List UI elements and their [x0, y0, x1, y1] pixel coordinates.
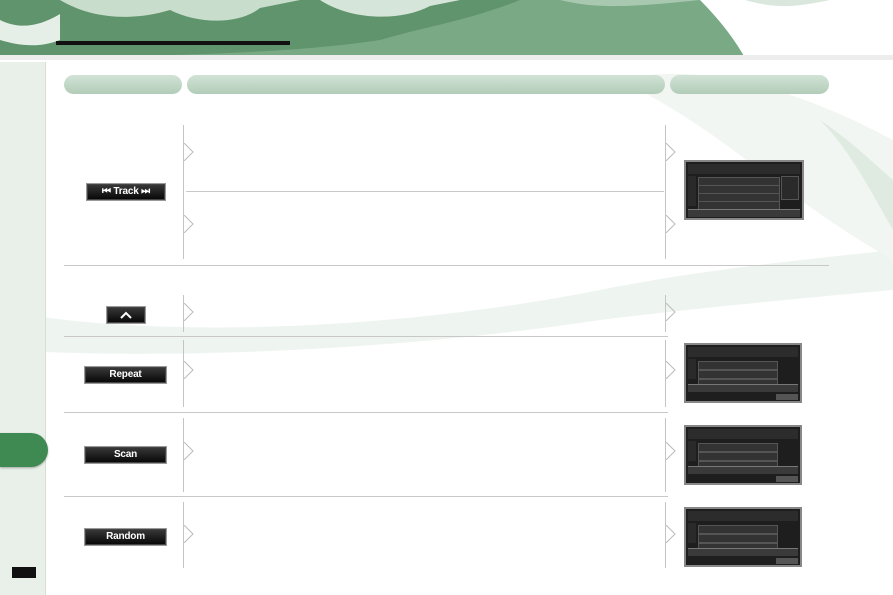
chevron-right-icon	[666, 361, 676, 379]
row-divider-vertical	[665, 502, 666, 568]
column-header-button	[64, 75, 182, 94]
screen-side-controls	[688, 523, 696, 543]
chevron-right-icon	[184, 303, 194, 321]
section-tab[interactable]	[0, 433, 48, 467]
row-separator	[64, 496, 668, 497]
screen-footer	[688, 384, 798, 392]
screen-thumbnail-track	[684, 160, 804, 220]
page-number-chip	[12, 567, 36, 578]
row-separator	[186, 191, 664, 192]
screen-header	[688, 429, 798, 439]
screen-thumbnail-random	[684, 507, 802, 567]
random-button[interactable]: Random	[84, 528, 167, 546]
screen-side-controls	[688, 359, 696, 379]
column-header-screen	[670, 75, 829, 94]
row-separator	[64, 265, 829, 266]
screen-thumbnail-scan	[684, 425, 802, 485]
screen-header	[688, 347, 798, 357]
track-button[interactable]: ⏮ Track ⏭	[86, 183, 166, 201]
screen-side-controls	[688, 441, 696, 461]
screen-list-row	[698, 361, 778, 370]
chevron-right-icon	[666, 303, 676, 321]
screen-list-row	[698, 525, 778, 534]
screen-back-button	[776, 558, 798, 564]
row-divider-vertical	[183, 418, 184, 492]
screen-header	[688, 164, 800, 174]
row-divider-vertical	[183, 125, 184, 259]
chevron-right-icon	[184, 442, 194, 460]
title-rule	[56, 41, 290, 45]
screen-back-button	[776, 476, 798, 482]
header-background	[0, 0, 893, 60]
chevron-right-icon	[184, 361, 194, 379]
screen-footer	[688, 548, 798, 556]
row-divider-vertical	[183, 502, 184, 568]
chevron-right-icon	[666, 143, 676, 161]
screen-list-row	[698, 443, 778, 452]
screen-header	[688, 511, 798, 521]
screen-list-row	[698, 370, 778, 379]
scan-button[interactable]: Scan	[84, 446, 167, 464]
left-sidebar	[0, 62, 46, 595]
screen-side-controls	[688, 176, 696, 206]
repeat-button[interactable]: Repeat	[84, 366, 167, 384]
row-divider-vertical	[665, 418, 666, 492]
row-divider-vertical	[665, 295, 666, 332]
screen-back-button	[776, 394, 798, 400]
chevron-right-icon	[184, 143, 194, 161]
up-button[interactable]	[106, 306, 146, 324]
chevron-right-icon	[666, 215, 676, 233]
row-separator	[64, 336, 668, 337]
up-arrow-icon	[120, 311, 132, 319]
row-divider-vertical	[183, 340, 184, 407]
screen-footer	[688, 209, 800, 217]
chevron-right-icon	[666, 442, 676, 460]
chevron-right-icon	[184, 525, 194, 543]
screen-list-row	[698, 452, 778, 461]
chevron-right-icon	[666, 525, 676, 543]
screen-footer	[688, 466, 798, 474]
row-divider-vertical	[665, 125, 666, 259]
screen-list-row	[698, 534, 778, 543]
screen-thumbnail-repeat	[684, 343, 802, 403]
column-header-function	[187, 75, 665, 94]
row-separator	[64, 412, 668, 413]
chevron-right-icon	[184, 215, 194, 233]
row-divider-vertical	[665, 340, 666, 407]
row-divider-vertical	[183, 295, 184, 332]
screen-right-controls	[781, 176, 799, 200]
